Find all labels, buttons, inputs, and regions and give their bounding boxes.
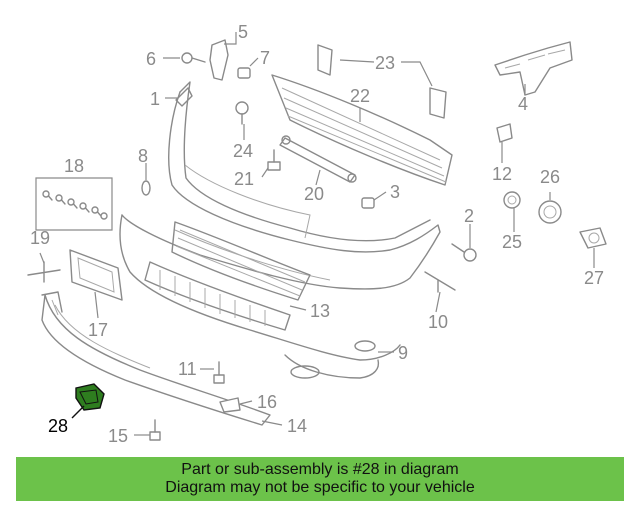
callout-6: 6 (146, 49, 156, 69)
fastener-19 (27, 261, 61, 283)
clip-3 (361, 197, 375, 209)
sensor-2 (451, 243, 477, 262)
lower-valance (41, 291, 271, 426)
sensor-bezel-26 (538, 200, 562, 224)
leader-lines (39, 32, 595, 436)
callout-27: 27 (584, 268, 604, 288)
push-pin-24 (235, 101, 249, 125)
bracket-12 (496, 123, 513, 143)
upper-grille (271, 74, 453, 186)
bracket-23-left (317, 44, 333, 76)
callout-24: 24 (233, 141, 253, 161)
reinforcement-bar (279, 135, 357, 183)
bracket-5 (209, 39, 229, 81)
parts-diagram: 1 2 3 4 5 6 7 8 9 10 11 12 13 14 15 16 1… (27, 22, 607, 446)
fastener-10 (424, 271, 456, 293)
bumper-cover (119, 81, 441, 379)
callout-17: 17 (88, 320, 108, 340)
callout-20: 20 (304, 184, 324, 204)
callout-23: 23 (375, 53, 395, 73)
banner-line-2: Diagram may not be specific to your vehi… (165, 479, 475, 496)
callout-8: 8 (138, 146, 148, 166)
callout-22: 22 (350, 86, 370, 106)
bolt-11 (213, 361, 225, 384)
callout-15: 15 (108, 426, 128, 446)
highlighted-part-28[interactable] (75, 383, 105, 411)
callout-28: 28 (48, 416, 68, 436)
callout-19: 19 (30, 228, 50, 248)
callout-13: 13 (310, 301, 330, 321)
callout-10: 10 (428, 312, 448, 332)
callout-14: 14 (287, 416, 307, 436)
callout-26: 26 (540, 167, 560, 187)
license-plate-bracket (69, 249, 123, 301)
callout-7: 7 (260, 48, 270, 68)
callout-labels: 1 2 3 4 5 6 7 8 9 10 11 12 13 14 15 16 1… (30, 22, 604, 446)
sensor-27 (579, 227, 607, 249)
bolt-set-18 (42, 190, 108, 220)
clip-16 (219, 397, 241, 413)
callout-2: 2 (464, 206, 474, 226)
banner-line-1: Part or sub-assembly is #28 in diagram (181, 461, 459, 478)
sensor-25 (503, 191, 521, 209)
callout-25: 25 (502, 232, 522, 252)
grommet-8 (141, 180, 151, 196)
side-bracket-left (175, 87, 193, 107)
callout-18: 18 (64, 156, 84, 176)
callout-11: 11 (178, 359, 197, 379)
callout-16: 16 (257, 392, 277, 412)
callout-3: 3 (390, 182, 400, 202)
callout-9: 9 (398, 343, 408, 363)
bolt-21 (267, 149, 281, 171)
lower-grille (144, 221, 311, 331)
callout-21: 21 (234, 169, 254, 189)
bracket-23-right (429, 87, 447, 119)
bolt-15 (149, 419, 161, 441)
bracket-18 (35, 177, 113, 231)
info-banner: Part or sub-assembly is #28 in diagram D… (16, 457, 624, 501)
callout-4: 4 (518, 94, 528, 114)
clip-7 (237, 67, 251, 79)
side-bracket-right (494, 41, 573, 96)
callout-1: 1 (150, 89, 160, 109)
fastener-6 (181, 52, 206, 64)
callout-12: 12 (492, 164, 512, 184)
callout-5: 5 (238, 22, 248, 42)
